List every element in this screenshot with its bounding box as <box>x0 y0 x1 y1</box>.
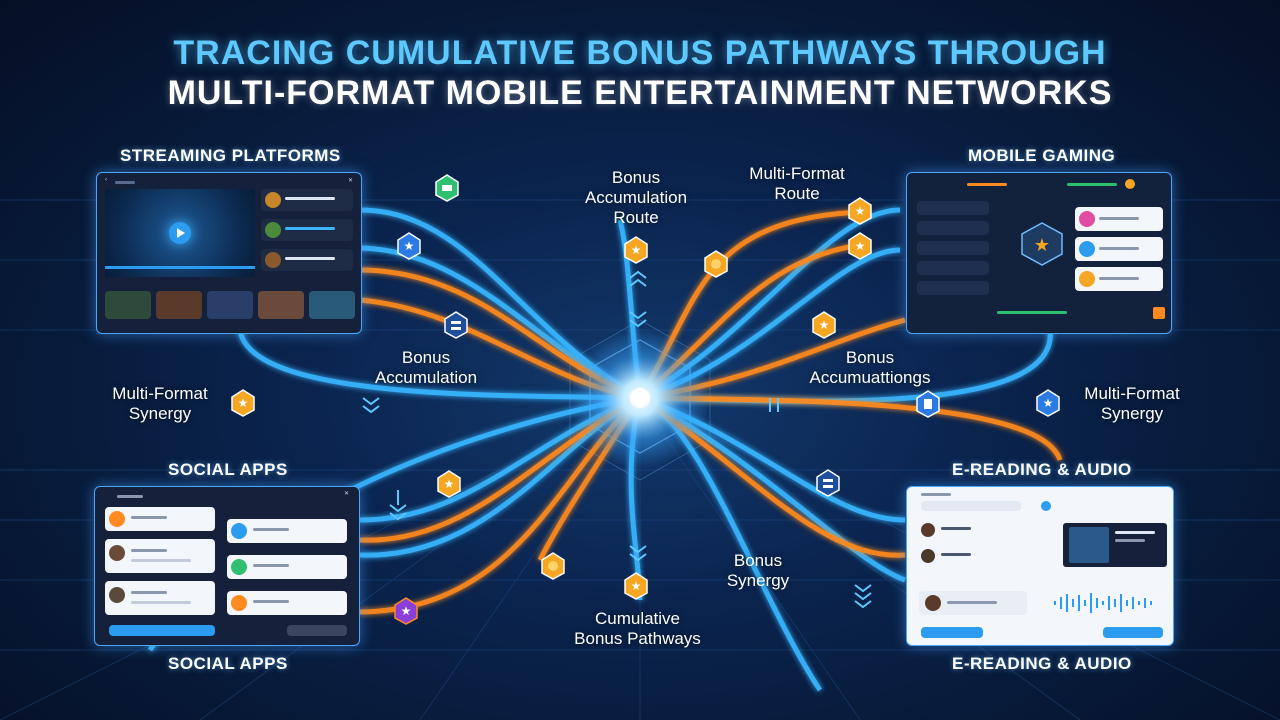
badge-coin-2 <box>541 552 565 580</box>
ereading-secondary-button[interactable] <box>1103 627 1163 638</box>
label-multi-format-route: Multi-Format Route <box>749 164 845 203</box>
game-reward-card[interactable] <box>1075 267 1163 291</box>
badge-purple-star: ★ <box>394 597 418 625</box>
badge-blue-star: ★ <box>397 232 421 260</box>
svg-text:★: ★ <box>631 579 642 593</box>
svg-text:★: ★ <box>444 477 455 491</box>
progress-bar[interactable] <box>105 266 255 269</box>
badge-layers-1 <box>444 311 468 339</box>
badge-star-2: ★ <box>848 197 872 225</box>
badge-star-4: ★ <box>812 311 836 339</box>
play-icon[interactable] <box>169 222 191 244</box>
badge-doc <box>916 390 940 418</box>
heading-gaming: MOBILE GAMING <box>968 146 1116 165</box>
social-close-icon[interactable]: ✕ <box>343 491 349 497</box>
coin-icon <box>1125 179 1135 189</box>
badge-star-3: ★ <box>848 232 872 260</box>
thumbnail[interactable] <box>207 291 253 319</box>
label-bonus-accumulation-left: Bonus Accumulation <box>374 348 478 387</box>
badge-coin <box>704 250 728 278</box>
back-icon[interactable]: ‹ <box>105 177 107 183</box>
svg-text:★: ★ <box>1034 235 1050 255</box>
social-post[interactable] <box>105 507 215 531</box>
heading-streaming: STREAMING PLATFORMS <box>120 146 341 165</box>
label-bonus-synergy: Bonus Synergy <box>726 551 790 590</box>
label-cumulative-bonus-pathways: Cumulative Bonus Pathways <box>574 609 701 648</box>
svg-text:★: ★ <box>631 243 642 257</box>
game-menu-item[interactable] <box>917 261 989 275</box>
audio-waveform[interactable] <box>1051 591 1163 615</box>
social-primary-button[interactable] <box>109 625 215 636</box>
label-bonus-accumulation-route: Bonus Accumulation Route <box>584 168 688 227</box>
badge-star-6: ★ <box>437 470 461 498</box>
badge-star-5: ★ <box>231 389 255 417</box>
game-reward-card[interactable] <box>1075 207 1163 231</box>
gaming-panel: ★ <box>906 172 1172 334</box>
video-player[interactable] <box>105 189 255 277</box>
badge-star-1: ★ <box>624 236 648 264</box>
streaming-list-item[interactable] <box>261 249 353 271</box>
thumbnail[interactable] <box>258 291 304 319</box>
social-chat-item[interactable] <box>227 519 347 543</box>
streaming-topbar: ‹ ✕ <box>101 177 357 187</box>
game-action-icon[interactable] <box>1153 307 1165 319</box>
badges: ★ ★ ★ ★ ★ ★ ★ ★ ★ ★ <box>231 174 1060 625</box>
ereading-book-item[interactable] <box>919 591 1027 615</box>
label-synergy-right: Multi-Format Synergy <box>1084 384 1180 423</box>
chevrons <box>362 270 872 609</box>
label-bonus-accumulations-right: Bonus Accumuattiongs <box>809 348 931 387</box>
game-menu-item[interactable] <box>917 221 989 235</box>
svg-text:★: ★ <box>855 204 866 218</box>
title-line-2: MULTI-FORMAT MOBILE ENTERTAINMENT NETWOR… <box>167 74 1113 112</box>
thumbnail[interactable] <box>156 291 202 319</box>
title-line-1: TRACING CUMULATIVE BONUS PATHWAYS THROUG… <box>173 34 1107 72</box>
heading-social-top: SOCIAL APPS <box>168 460 288 479</box>
svg-text:★: ★ <box>819 318 830 332</box>
badge-blue-star-2: ★ <box>1036 389 1060 417</box>
social-chat-item[interactable] <box>227 591 347 615</box>
badge-green <box>435 174 459 202</box>
game-reward-card[interactable] <box>1075 237 1163 261</box>
heading-ereading-top: E-READING & AUDIO <box>952 460 1132 479</box>
ereading-avatar <box>1041 501 1051 511</box>
game-menu-item[interactable] <box>917 241 989 255</box>
close-icon[interactable]: ✕ <box>347 178 353 184</box>
thumbnail[interactable] <box>105 291 151 319</box>
streaming-list-item[interactable] <box>261 189 353 211</box>
social-post[interactable] <box>105 539 215 573</box>
game-menu-item[interactable] <box>917 281 989 295</box>
streaming-list-item[interactable] <box>261 219 353 241</box>
badge-star-7: ★ <box>624 572 648 600</box>
svg-text:★: ★ <box>401 604 412 618</box>
heading-social-bottom: SOCIAL APPS <box>168 654 288 673</box>
streaming-panel: ‹ ✕ <box>96 172 362 334</box>
ereading-panel <box>906 486 1174 646</box>
social-panel: ✕ <box>94 486 360 646</box>
ereading-media-card[interactable] <box>1063 523 1167 567</box>
social-post[interactable] <box>105 581 215 615</box>
thumbnail-row <box>105 291 355 319</box>
heading-ereading-bottom: E-READING & AUDIO <box>952 654 1132 673</box>
svg-text:★: ★ <box>1043 396 1054 410</box>
social-chat-item[interactable] <box>227 555 347 579</box>
game-menu-item[interactable] <box>917 201 989 215</box>
label-synergy-left: Multi-Format Synergy <box>112 384 208 423</box>
ereading-search[interactable] <box>921 501 1021 511</box>
game-star-emblem: ★ <box>1019 221 1065 267</box>
social-secondary-button[interactable] <box>287 625 347 636</box>
ereading-primary-button[interactable] <box>921 627 983 638</box>
thumbnail[interactable] <box>309 291 355 319</box>
svg-text:★: ★ <box>238 396 249 410</box>
svg-text:★: ★ <box>404 239 415 253</box>
svg-text:★: ★ <box>855 239 866 253</box>
badge-layers-2 <box>816 469 840 497</box>
